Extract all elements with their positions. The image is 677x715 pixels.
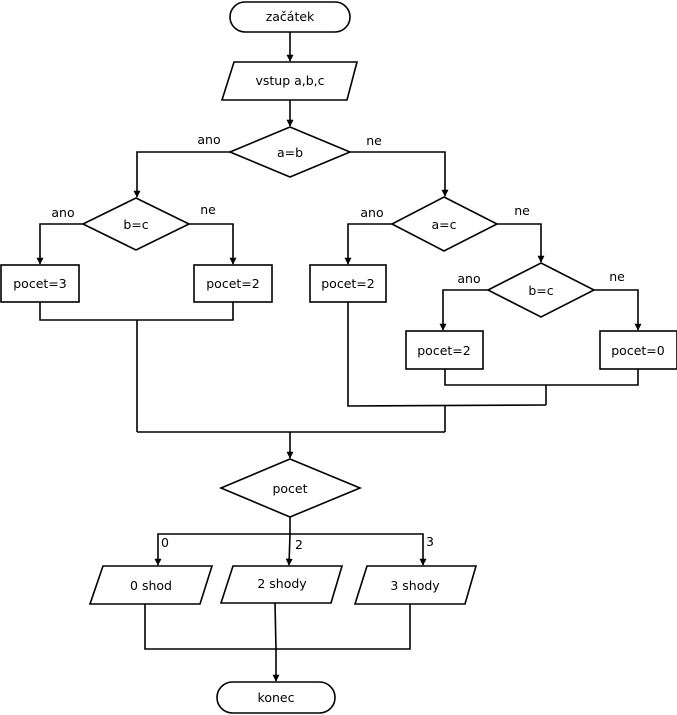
output-2-shody: 2 shody	[219, 565, 344, 604]
label-ab-yes: ano	[197, 132, 220, 147]
label-ac-no: ne	[514, 203, 530, 218]
edge-labels: ano ne ano ne ano ne ano ne 0 2 3	[51, 132, 625, 552]
label-case2: 2	[295, 537, 303, 552]
end-label: konec	[258, 690, 295, 705]
out2-label: 2 shody	[257, 576, 307, 591]
decision-b-eq-c-right: b=c	[486, 262, 596, 318]
decision-pocet: pocet	[218, 458, 363, 518]
start-terminator: začátek	[229, 1, 351, 33]
edge-case3	[290, 533, 427, 566]
label-case0: 0	[161, 535, 169, 550]
dec-ab-label: a=b	[277, 145, 303, 160]
output-3-shody: 3 shody	[353, 565, 478, 605]
dec-bc-left-label: b=c	[123, 217, 148, 232]
start-label: začátek	[266, 9, 315, 24]
label-ab-no: ne	[366, 133, 382, 148]
process-pocet-3: pocet=3	[0, 264, 80, 303]
pocet0-label: pocet=0	[611, 343, 665, 358]
process-pocet-0: pocet=0	[599, 330, 677, 370]
merge-left-pair	[39, 302, 234, 321]
end-terminator: konec	[216, 681, 336, 714]
edge-case0	[154, 533, 290, 566]
merge-out0	[144, 604, 411, 650]
label-case3: 3	[426, 534, 434, 549]
merge-right-pair	[444, 369, 639, 386]
pocet2-a-label: pocet=2	[206, 276, 259, 291]
decision-b-eq-c-left: b=c	[81, 197, 191, 251]
process-pocet-2-mid: pocet=2	[309, 264, 387, 303]
edge-bcl-yes	[36, 223, 83, 265]
edge-ac-no	[497, 223, 545, 263]
decision-a-eq-b: a=b	[227, 126, 353, 178]
edge-ab-no	[350, 151, 449, 197]
edge-bcr-no	[594, 289, 642, 331]
pocet2-c-label: pocet=2	[417, 343, 470, 358]
label-ac-yes: ano	[360, 205, 383, 220]
label-bcr-yes: ano	[457, 271, 480, 286]
label-bcr-no: ne	[609, 269, 625, 284]
dec-bc-right-label: b=c	[528, 283, 553, 298]
label-bcl-no: ne	[200, 202, 216, 217]
edge-case2	[285, 533, 293, 566]
merge-ac-yes	[347, 302, 547, 407]
edge-ac-yes	[344, 223, 392, 265]
edge-bcl-no	[189, 223, 237, 265]
edge-ab-yes	[133, 151, 230, 198]
pocet3-label: pocet=3	[13, 276, 66, 291]
input-parallelogram: vstup a,b,c	[220, 61, 359, 101]
input-label: vstup a,b,c	[255, 73, 324, 88]
dec-pocet-label: pocet	[272, 481, 307, 496]
out0-label: 0 shod	[130, 578, 172, 593]
edge-bcr-yes	[439, 289, 488, 331]
connectors	[36, 32, 642, 682]
label-bcl-yes: ano	[51, 205, 74, 220]
output-0-shod: 0 shod	[88, 565, 214, 605]
dec-ac-label: a=c	[431, 217, 456, 232]
pocet2-b-label: pocet=2	[321, 276, 374, 291]
process-pocet-2-right: pocet=2	[405, 330, 484, 370]
merge-out2	[274, 602, 277, 650]
decision-a-eq-c: a=c	[390, 196, 499, 252]
process-pocet-2-left: pocet=2	[193, 264, 273, 303]
out3-label: 3 shody	[390, 578, 440, 593]
